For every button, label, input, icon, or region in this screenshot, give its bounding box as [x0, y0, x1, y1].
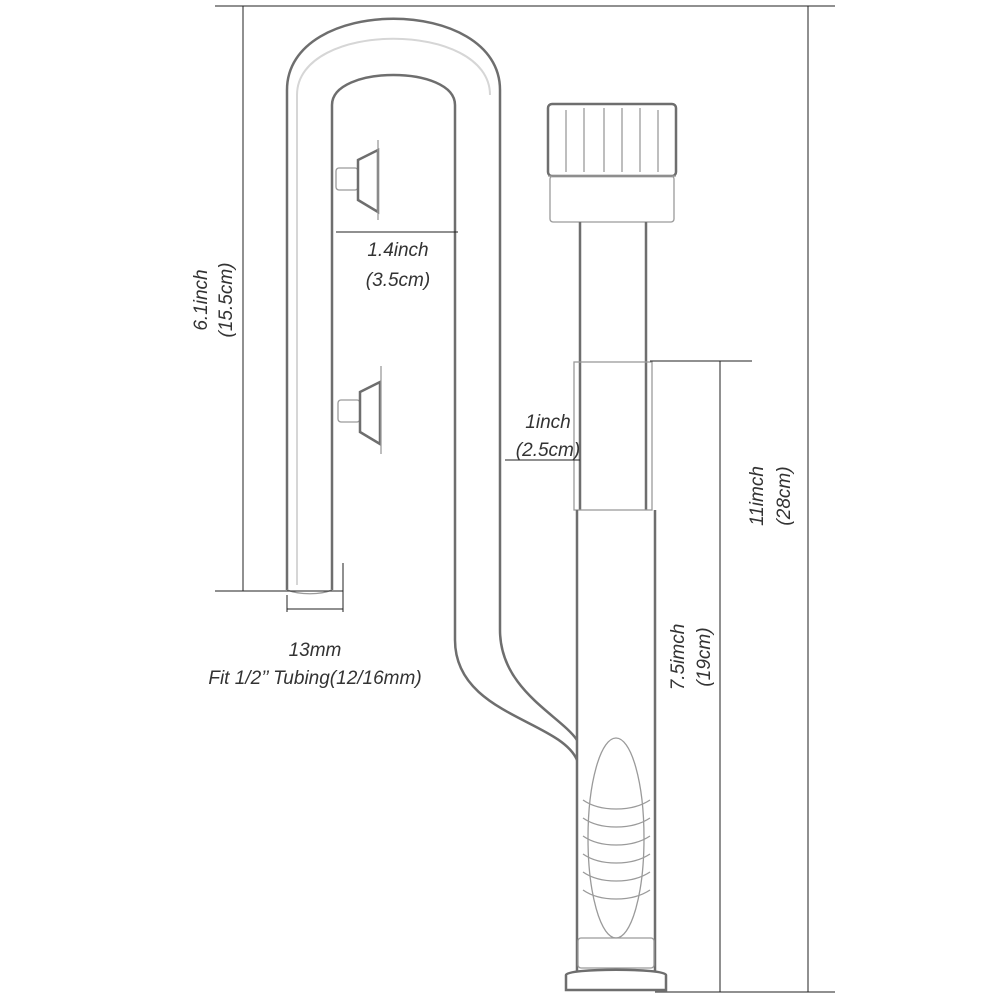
- dimension-lines: [215, 5, 835, 993]
- lower-height-inch-label: 7.5imch: [668, 624, 689, 691]
- surface-skimmer-cap: [546, 102, 678, 178]
- skimmer-foot: [564, 968, 668, 992]
- lower-height-cm-label: (19cm): [694, 627, 715, 686]
- outlet-tube-highlight: [296, 37, 491, 585]
- strainer-slot: [587, 737, 645, 939]
- sliding-sleeve: [573, 361, 653, 511]
- gap-cm-label: (3.5cm): [366, 270, 430, 291]
- skimmer-width-inch-label: 1inch: [525, 412, 570, 433]
- skimmer-pipe: [546, 102, 678, 992]
- suction-cup-lower: [337, 366, 382, 454]
- dimension-labels: 6.1inch (15.5cm) 1.4inch (3.5cm) 1inch (…: [191, 240, 795, 690]
- skimmer-width-cm-label: (2.5cm): [516, 440, 580, 461]
- total-height-cm-label: (28cm): [774, 466, 795, 525]
- tubing-fit-label: Fit 1/2’’ Tubing(12/16mm): [208, 668, 421, 689]
- outlet-tube-outer: [285, 17, 579, 741]
- outlet-tube-inner: [330, 73, 579, 761]
- outlet-diameter-label: 13mm: [289, 640, 342, 661]
- left-height-cm-label: (15.5cm): [216, 263, 237, 338]
- gap-inch-label: 1.4inch: [367, 240, 428, 261]
- total-height-inch-label: 11imch: [747, 466, 768, 526]
- left-height-inch-label: 6.1inch: [191, 269, 212, 330]
- suction-cup-upper: [335, 140, 380, 220]
- glass-pipe-illustration: [285, 17, 678, 992]
